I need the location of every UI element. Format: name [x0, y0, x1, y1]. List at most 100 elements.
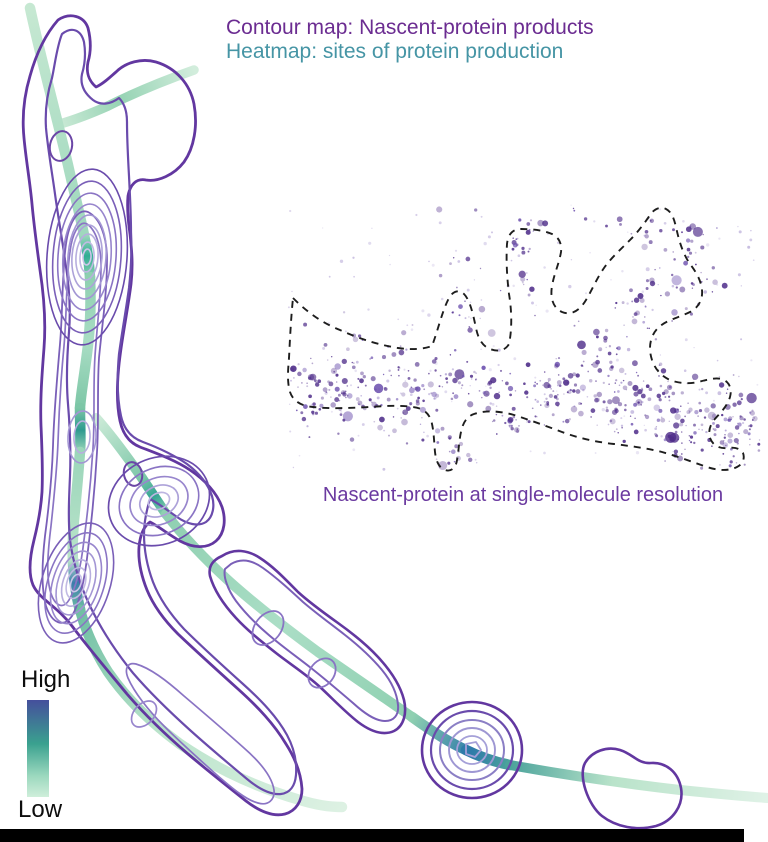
molecule-dot [395, 397, 399, 401]
molecule-dot [314, 411, 318, 415]
molecule-dot [711, 266, 715, 270]
molecule-dot [640, 393, 646, 399]
contour-hotspot1 [45, 168, 129, 346]
contour-hotspot3 [37, 522, 115, 644]
molecule-dot [508, 424, 513, 428]
molecule-dot [582, 360, 585, 363]
molecule-dot [627, 381, 633, 386]
molecule-dot [680, 391, 684, 395]
molecule-dot [438, 385, 441, 388]
molecule-dot [556, 393, 559, 396]
molecule-dot [529, 450, 532, 453]
molecule-dot [466, 288, 470, 292]
molecule-dot [615, 358, 619, 362]
molecule-dot [545, 397, 548, 400]
molecule-dot [572, 372, 577, 377]
molecule-dot [358, 403, 360, 406]
molecule-dot [548, 393, 554, 398]
molecule-dot [389, 263, 391, 266]
molecule-dot [580, 364, 584, 367]
molecule-dot [740, 398, 743, 401]
molecule-dot [570, 405, 578, 413]
molecule-dot [661, 391, 666, 396]
molecule-dot [630, 232, 633, 235]
molecule-dot [749, 444, 751, 446]
molecule-dot [705, 430, 708, 434]
molecule-dot [605, 406, 609, 409]
molecule-dot [448, 450, 451, 453]
molecule-dot [512, 242, 518, 248]
molecule-dot [682, 220, 685, 223]
molecule-dot [458, 441, 464, 447]
molecule-dot [402, 412, 405, 414]
molecule-dot [660, 294, 662, 297]
molecule-dot [523, 382, 526, 385]
molecule-dot [608, 345, 612, 348]
molecule-dot [653, 404, 661, 411]
molecule-dot [641, 243, 648, 251]
molecule-dot [643, 234, 646, 237]
molecule-dot [605, 346, 607, 349]
molecule-dot [438, 221, 442, 225]
molecule-dot [292, 466, 295, 469]
molecule-dot [452, 392, 455, 395]
contour-right-blob [581, 747, 683, 830]
molecule-dot [492, 345, 495, 348]
molecule-dot [381, 355, 387, 360]
molecule-dot [302, 367, 307, 373]
molecule-dot [368, 241, 372, 245]
molecule-dot [724, 429, 727, 432]
molecule-dot [590, 408, 596, 413]
molecule-dot [679, 286, 686, 293]
molecule-dot [701, 387, 704, 391]
molecule-dot [631, 300, 634, 303]
molecule-dot [750, 229, 752, 232]
molecule-dot [444, 373, 448, 376]
molecule-dot [641, 400, 644, 404]
molecule-dot [573, 324, 576, 327]
molecule-dot [701, 429, 703, 431]
molecule-dot [712, 399, 715, 402]
molecule-dot [743, 463, 746, 466]
molecule-dot [339, 410, 343, 414]
molecule-dot [698, 388, 701, 391]
molecule-dot [452, 392, 455, 395]
molecule-dot [414, 362, 420, 367]
molecule-dot [434, 396, 437, 400]
molecule-dot [499, 369, 503, 372]
molecule-dot [677, 438, 679, 441]
molecule-dot [749, 438, 751, 441]
molecule-dot [436, 206, 443, 213]
molecule-dot [712, 428, 715, 430]
molecule-dot [475, 462, 478, 464]
molecule-dot [555, 358, 557, 360]
molecule-dot [639, 297, 645, 304]
molecule-dot [428, 392, 431, 396]
molecule-dot [730, 447, 733, 451]
molecule-dot [427, 381, 434, 388]
molecule-dot [648, 327, 650, 330]
molecule-dot [335, 381, 338, 383]
molecule-dot [637, 293, 644, 299]
molecule-dot [491, 420, 494, 423]
molecule-dot [566, 391, 569, 394]
molecule-dot [422, 399, 425, 403]
heatmap-branch2-seg6 [505, 760, 768, 803]
molecule-dot [399, 345, 402, 348]
molecule-dot [464, 300, 466, 302]
molecule-dot [317, 380, 320, 382]
molecule-dot [515, 419, 517, 421]
molecule-dot [752, 259, 755, 262]
molecule-dot [466, 360, 469, 363]
molecule-dot [614, 408, 619, 414]
molecule-dot [342, 411, 353, 422]
molecule-dot [334, 397, 340, 403]
molecule-dot [700, 466, 704, 470]
molecule-dot [297, 371, 302, 377]
molecule-dot [337, 393, 341, 397]
molecule-dot [326, 359, 329, 361]
heatmap-main-seg5 [67, 446, 86, 566]
molecule-dot [718, 382, 725, 388]
molecule-dot [656, 393, 662, 399]
molecule-dot [581, 365, 584, 367]
